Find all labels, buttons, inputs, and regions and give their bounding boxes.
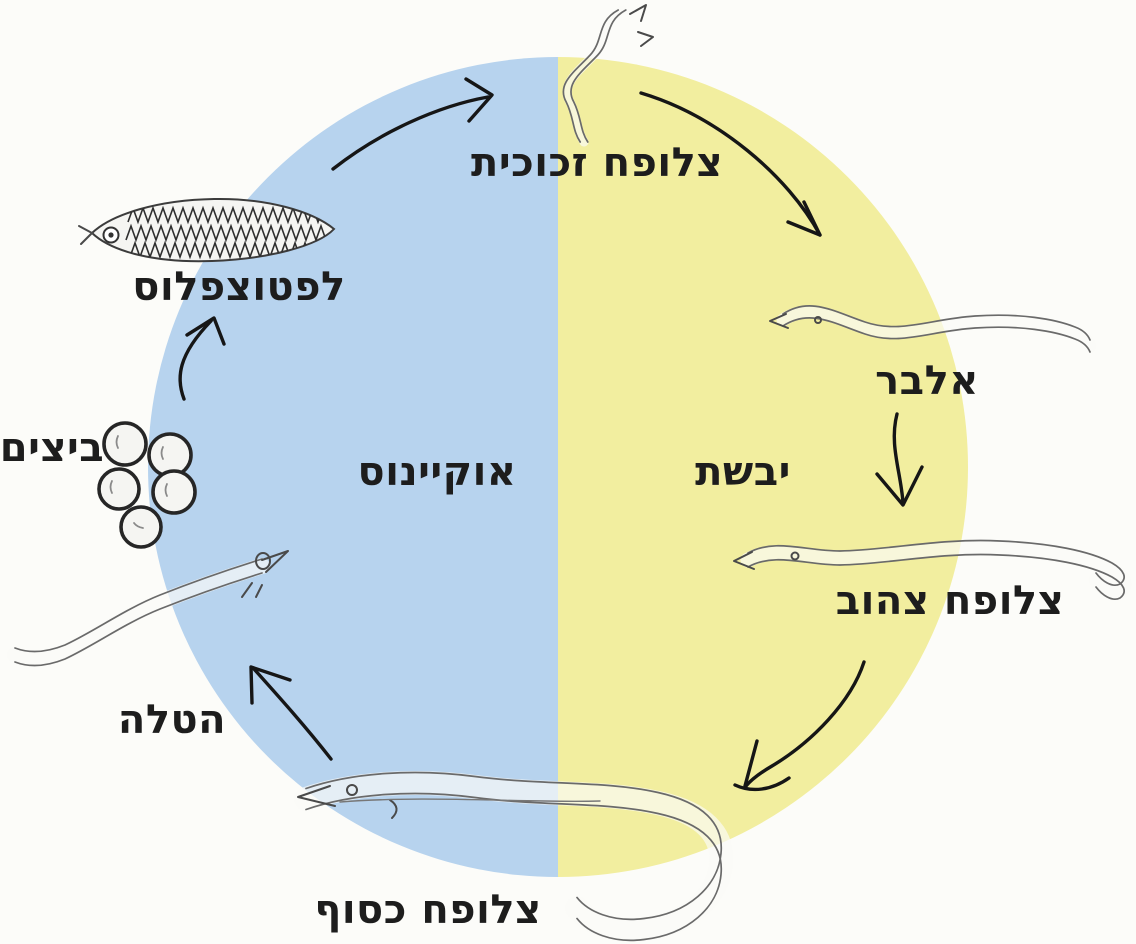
leptocephalus-drawing	[78, 197, 335, 263]
egg	[97, 467, 141, 511]
egg-highlights	[109, 435, 168, 529]
arrow-leptocephalus-to-glass-eel	[331, 77, 494, 171]
eggs-drawing	[97, 421, 197, 549]
silver-eel-drawing	[298, 773, 721, 941]
arrow-eggs-to-leptocephalus	[178, 316, 226, 401]
glass-eel-fins	[629, 4, 654, 47]
elver-drawing	[769, 305, 1090, 353]
land-region-label: יבשת	[695, 449, 791, 495]
stage-label-silver-eel: צלופח כסוף	[314, 887, 542, 933]
silver-eel-head	[297, 784, 601, 819]
spawning-eel-drawing	[15, 550, 289, 665]
spawning-eel-head	[241, 550, 289, 598]
elver-body	[783, 312, 1090, 346]
glass-eel-drawing	[562, 4, 654, 142]
stage-label-spawning: הטלה	[117, 697, 227, 743]
arrow-silver-eel-to-spawning	[249, 665, 333, 761]
stage-label-yellow-eel: צלופח צהוב	[835, 578, 1065, 624]
yellow-eel-head	[733, 551, 800, 570]
yellow-eel-drawing	[733, 539, 1124, 601]
elver-head	[769, 313, 822, 329]
ocean-region-label: אוקיינוס	[357, 449, 517, 495]
cycle-arrows	[178, 77, 924, 792]
glass-eel-body	[567, 10, 622, 142]
stage-label-glass-eel: צלופח זכוכית	[471, 140, 723, 186]
egg	[102, 421, 148, 467]
spawning-eel-body	[15, 566, 262, 658]
ocean-land-circle	[148, 57, 968, 877]
egg	[151, 469, 197, 515]
stage-label-leptocephalus: לפטוצפלוס	[132, 264, 346, 310]
arrow-elver-to-yellow-eel	[875, 412, 924, 507]
stage-label-eggs: ביצים	[0, 425, 105, 471]
arrow-yellow-eel-to-silver-eel	[733, 660, 866, 792]
leptocephalus-pupil	[108, 232, 114, 238]
arrow-glass-eel-to-elver	[639, 91, 822, 237]
stage-label-elver: אלבר	[875, 358, 979, 404]
leptocephalus-mouth	[78, 225, 93, 245]
